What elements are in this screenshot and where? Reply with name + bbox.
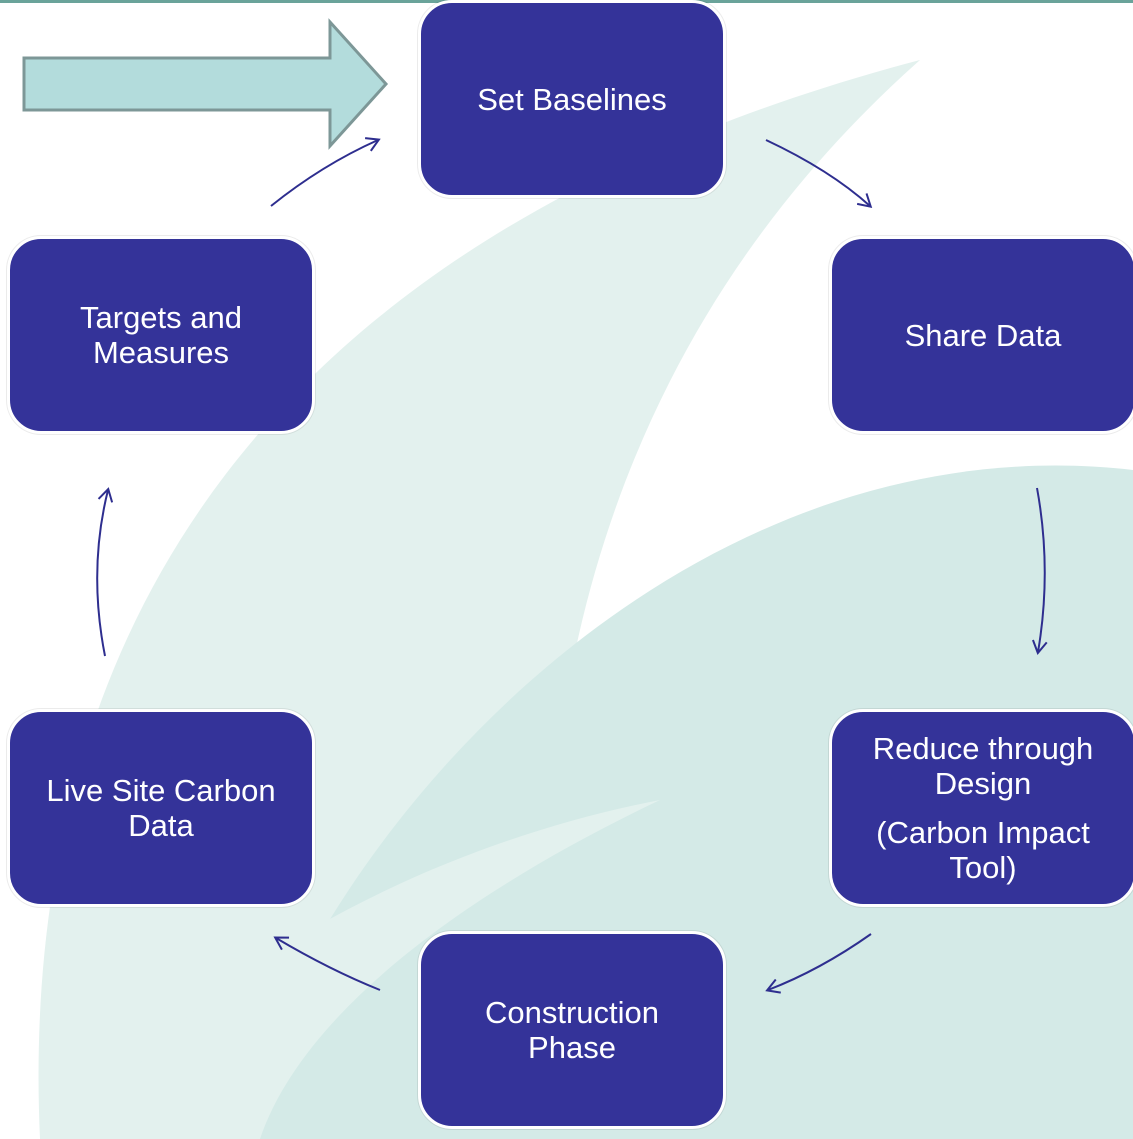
step-live-site-carbon-data: Live Site Carbon Data [7,709,315,907]
step-label: Data [128,808,194,843]
step-share-data: Share Data [829,236,1133,434]
connector-construction-to-live-site [273,936,381,991]
step-label: Live Site Carbon [46,773,276,808]
cycle-connectors [96,137,1048,994]
step-label: Share Data [904,317,1062,353]
step-sublabel: (Carbon Impact [876,815,1090,850]
step-construction-phase: Construction Phase [418,931,726,1129]
step-targets-and-measures: Targets and Measures [7,236,315,434]
step-label: Targets and [80,300,242,335]
connector-live-site-to-targets [96,487,114,657]
step-label: Phase [528,1030,616,1065]
connector-targets-to-set-baselines [270,137,381,207]
step-label: Reduce through [872,731,1094,766]
arrow-right-icon [22,18,389,150]
step-label: Set Baselines [477,81,667,117]
connector-reduce-design-to-construction [765,933,872,994]
step-sublabel: Tool) [949,850,1017,885]
connector-share-data-to-reduce-design [1032,487,1048,655]
step-reduce-through-design: Reduce through Design (Carbon Impact Too… [829,709,1133,907]
step-set-baselines: Set Baselines [418,0,726,198]
leaf-shape-swirl [90,800,660,1139]
step-label: Design [934,766,1032,801]
start-arrow [22,18,389,150]
step-label: Measures [92,335,230,370]
connector-set-baselines-to-share-data [765,139,873,208]
step-label: Construction [484,995,660,1030]
